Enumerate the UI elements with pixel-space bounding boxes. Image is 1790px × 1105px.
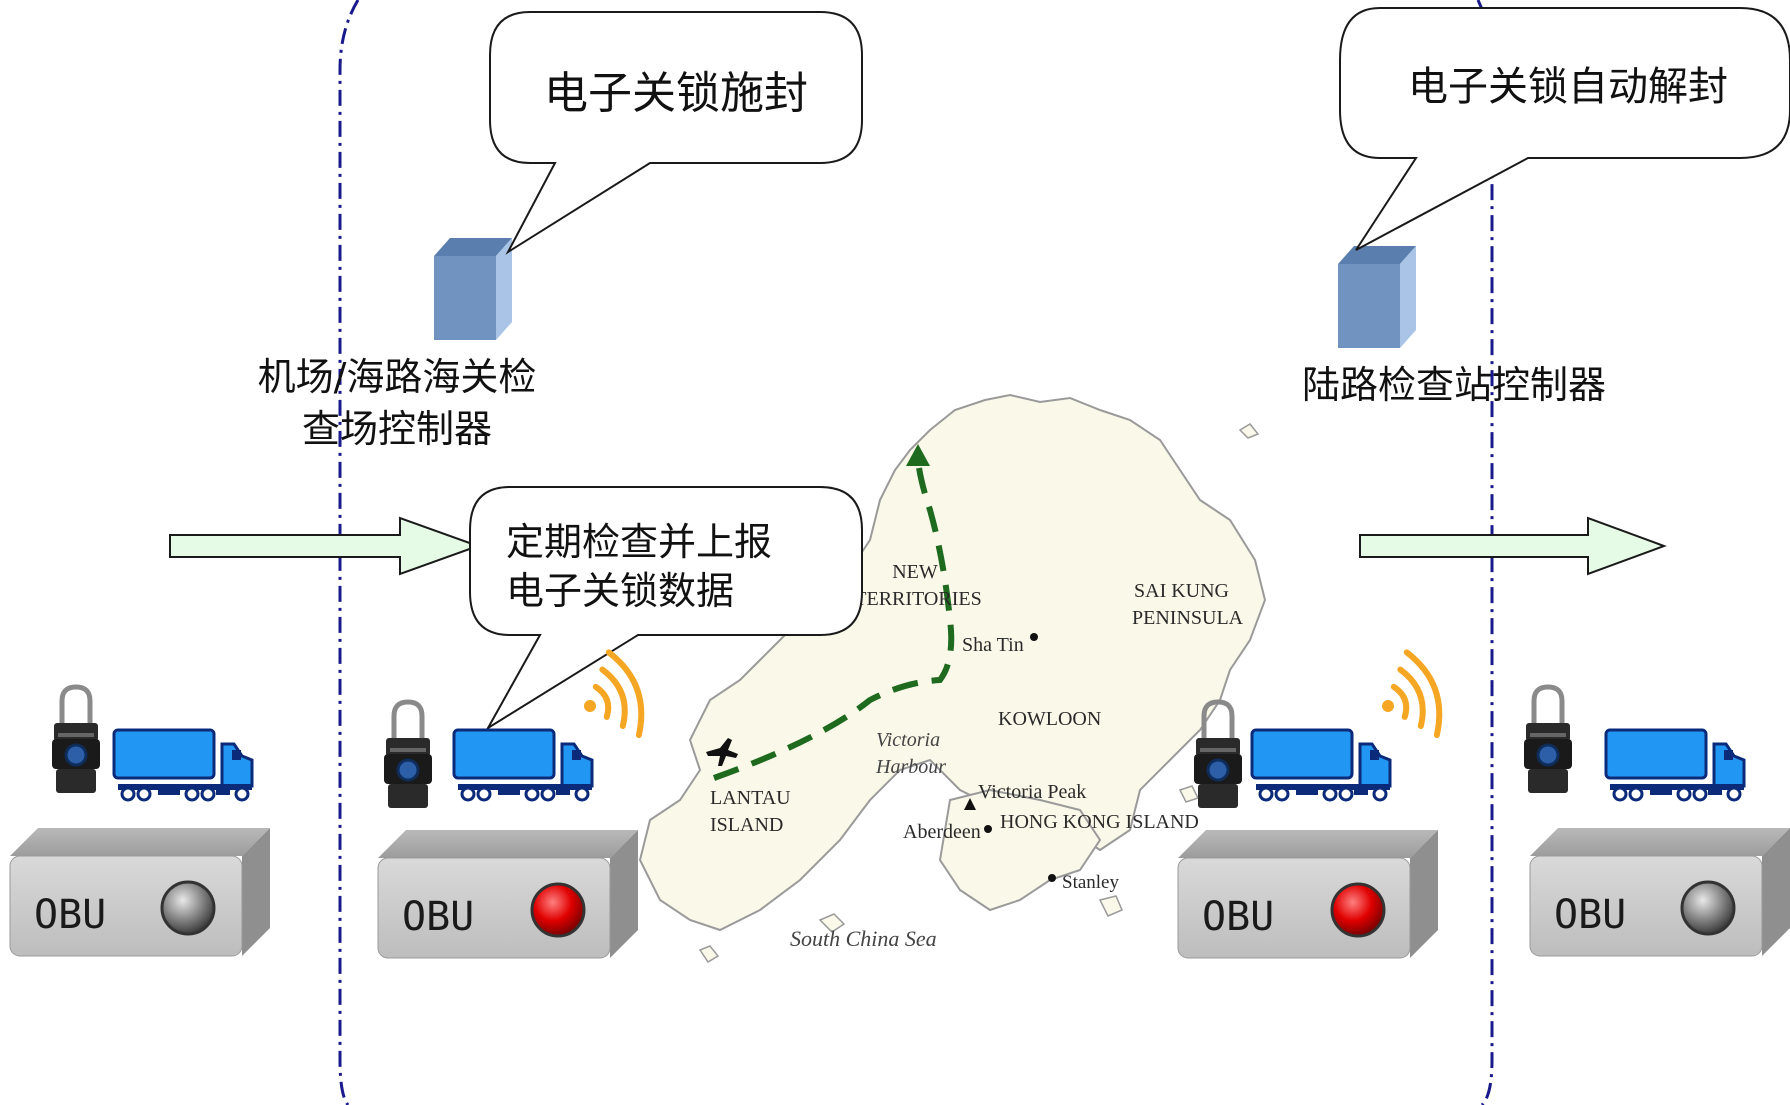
land-controller-label: 陆路检查站控制器 bbox=[1302, 363, 1606, 407]
obu-label: OBU bbox=[1202, 894, 1274, 940]
wireless-signal-icon bbox=[1367, 648, 1450, 750]
hong-kong-map: NEW TERRITORIES Sha Tin SAI KUNG PENINSU… bbox=[638, 393, 1267, 964]
map-label-hk-island: HONG KONG ISLAND bbox=[1000, 811, 1199, 833]
map-label-stanley: Stanley bbox=[1062, 872, 1119, 893]
map-label-territories: TERRITORIES bbox=[854, 588, 981, 610]
route-arrowhead bbox=[906, 444, 930, 466]
entry-flow-arrow bbox=[169, 516, 481, 576]
auto-unseal-callout-text: 电子关锁自动解封 bbox=[1408, 64, 1728, 110]
sha-tin-dot bbox=[1030, 633, 1038, 641]
obu-label: OBU bbox=[402, 894, 474, 940]
map-label-kowloon: KOWLOON bbox=[998, 708, 1101, 730]
truck-unit-3: OBU bbox=[1177, 648, 1450, 959]
map-label-sha-tin: Sha Tin bbox=[962, 634, 1024, 656]
obu-label: OBU bbox=[1554, 892, 1626, 938]
map-label-new-territories: NEW bbox=[892, 561, 938, 583]
aberdeen-dot bbox=[984, 825, 992, 833]
periodic-report-text-line2: 电子关锁数据 bbox=[506, 569, 734, 613]
map-label-island: ISLAND bbox=[710, 814, 783, 836]
padlock-icon bbox=[384, 702, 432, 808]
obu-label: OBU bbox=[34, 892, 106, 938]
map-label-victoria: Victoria bbox=[876, 729, 940, 751]
airport-icon bbox=[706, 738, 738, 766]
map-label-aberdeen: Aberdeen bbox=[903, 821, 981, 843]
map-hk-island bbox=[938, 788, 1102, 912]
obu-status-led bbox=[160, 880, 216, 936]
obu-status-led bbox=[530, 882, 586, 938]
truck-icon bbox=[112, 728, 254, 802]
padlock-icon bbox=[52, 687, 100, 793]
map-label-victoria-peak: Victoria Peak bbox=[978, 781, 1086, 803]
truck-unit-1: OBU bbox=[9, 687, 271, 957]
obu-status-led bbox=[1330, 882, 1386, 938]
victoria-peak-marker bbox=[964, 798, 976, 810]
map-label-peninsula: PENINSULA bbox=[1132, 607, 1244, 629]
padlock-icon bbox=[1524, 687, 1572, 793]
truck-icon bbox=[1250, 728, 1392, 802]
airport-controller-label-line2: 查场控制器 bbox=[302, 407, 492, 451]
periodic-report-text-line1: 定期检查并上报 bbox=[506, 520, 772, 564]
map-label-south-china-sea: South China Sea bbox=[790, 926, 937, 951]
obu-status-led bbox=[1680, 880, 1736, 936]
truck-unit-2: OBU bbox=[377, 648, 652, 959]
map-label-sai-kung: SAI KUNG bbox=[1134, 580, 1229, 602]
map-label-harbour: Harbour bbox=[875, 756, 946, 778]
seal-callout-bubble bbox=[489, 11, 863, 255]
airport-controller bbox=[434, 238, 512, 340]
truck-icon bbox=[452, 728, 594, 802]
stanley-dot bbox=[1048, 874, 1056, 882]
exit-flow-arrow bbox=[1359, 516, 1667, 576]
truck-unit-4: OBU bbox=[1524, 687, 1790, 957]
truck-icon bbox=[1604, 728, 1746, 802]
periodic-report-callout-bubble bbox=[469, 486, 863, 731]
land-controller bbox=[1338, 246, 1416, 348]
cross-border-route bbox=[712, 459, 955, 781]
map-label-lantau: LANTAU bbox=[710, 787, 791, 809]
auto-unseal-callout-bubble bbox=[1339, 7, 1790, 251]
airport-controller-label-line1: 机场/海路海关检 bbox=[258, 355, 537, 399]
seal-callout-text: 电子关锁施封 bbox=[544, 68, 808, 119]
